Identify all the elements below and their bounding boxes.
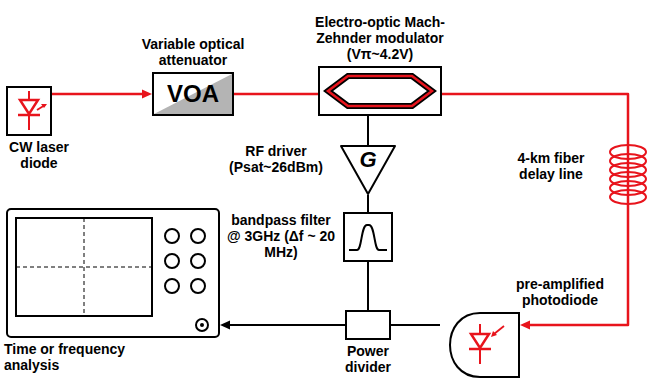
symbol-part [28, 115, 30, 130]
symbol-part [153, 73, 233, 115]
photodiode-box: pre-amplified photodiode [440, 312, 520, 378]
component-label: CW laser diode [2, 139, 76, 171]
box-text: G [359, 149, 376, 171]
connector [234, 94, 318, 95]
symbol-part [191, 254, 205, 268]
connector [368, 262, 369, 310]
fiber-coil-loops [610, 145, 646, 204]
label-holder: RF driver (Psat~26dBm) [218, 143, 334, 175]
label-holder: 4-km fiber delay line [500, 150, 602, 182]
symbol-part [346, 311, 390, 339]
connector [368, 195, 369, 212]
connector-line [442, 94, 628, 325]
symbol-part [341, 146, 395, 194]
symbol-part [191, 229, 205, 243]
symbol-part [479, 324, 481, 334]
oscilloscope-outline [6, 208, 220, 338]
symbol-part [20, 100, 38, 114]
component-label: Power divider [328, 343, 408, 375]
component-label: RF driver (Psat~26dBm) [218, 143, 334, 175]
arrow-head [142, 90, 152, 99]
symbol-part [479, 349, 481, 364]
component-label: Variable optical attenuator [123, 36, 263, 68]
symbol-part [191, 279, 205, 293]
symbol-part [200, 323, 204, 327]
component-label: Time or frequency analysis [4, 341, 164, 373]
label-holder: CW laser diode [2, 139, 76, 171]
arrow-head [520, 321, 530, 330]
symbol-part [84, 218, 85, 316]
connector [220, 321, 345, 330]
attenuator-box: VOAVariable optical attenuator [152, 72, 234, 116]
symbol-part [196, 319, 208, 331]
laser-diode-outline [6, 86, 52, 136]
symbol-part [7, 87, 51, 135]
symbol-part [28, 91, 30, 100]
connector-line [226, 324, 345, 326]
connector-line [52, 93, 146, 96]
symbol-part [494, 326, 504, 334]
fiber-loop [610, 190, 646, 204]
connector-line [367, 116, 369, 145]
label-holder: Time or frequency analysis [4, 341, 164, 373]
connector [391, 325, 440, 326]
laser-diode: CW laser diode [6, 86, 52, 136]
symbol-part [7, 209, 219, 337]
arrow-head [220, 321, 230, 330]
oscilloscope: Time or frequency analysis [6, 208, 220, 338]
symbol-part [165, 254, 179, 268]
label-holder: Variable optical attenuator [123, 36, 263, 68]
photodiode-box-outline [440, 312, 520, 378]
modulator-box: Electro-optic Mach-Zehnder modulator (Vπ… [318, 66, 442, 116]
symbol-part [328, 76, 432, 106]
label-holder: bandpass filter @ 3GHz (Δf ~ 20 MHz) [225, 212, 337, 260]
symbol-part [165, 279, 179, 293]
symbol-part [41, 104, 47, 108]
power-divider-box: Power divider [345, 310, 391, 340]
connector [52, 90, 152, 99]
connector-line [367, 195, 369, 212]
symbol-part [165, 229, 179, 243]
symbol-part [16, 218, 152, 316]
component-label: Electro-optic Mach-Zehnder modulator (Vπ… [298, 14, 462, 62]
symbol-part [344, 213, 392, 261]
label-holder: Electro-optic Mach-Zehnder modulator (Vπ… [298, 14, 462, 62]
filter-box: bandpass filter @ 3GHz (Δf ~ 20 MHz) [343, 212, 393, 262]
filter-box-outline [343, 212, 393, 262]
connector-line [234, 93, 318, 96]
symbol-part [491, 331, 497, 337]
power-divider-box-outline [345, 310, 391, 340]
component-label: pre-amplified photodiode [498, 276, 622, 308]
connector [442, 94, 628, 330]
connector [368, 116, 369, 145]
connector-line [391, 324, 440, 326]
box-text: VOA [167, 82, 219, 106]
symbol-part [319, 67, 441, 115]
amplifier-triangle: GRF driver (Psat~26dBm) [340, 145, 396, 195]
component-label: bandpass filter @ 3GHz (Δf ~ 20 MHz) [225, 212, 337, 260]
symbol-part [328, 76, 432, 106]
symbol-part [153, 73, 233, 115]
label-holder: Power divider [328, 343, 408, 375]
symbol-part [450, 313, 519, 377]
connector-line [367, 262, 369, 310]
label-holder: pre-amplified photodiode [498, 276, 622, 308]
symbol-part [471, 334, 489, 348]
fiber-label: 4-km fiber delay line [500, 150, 602, 182]
symbol-part [154, 74, 232, 114]
symbol-part [349, 225, 387, 250]
modulator-box-outline [318, 66, 442, 116]
